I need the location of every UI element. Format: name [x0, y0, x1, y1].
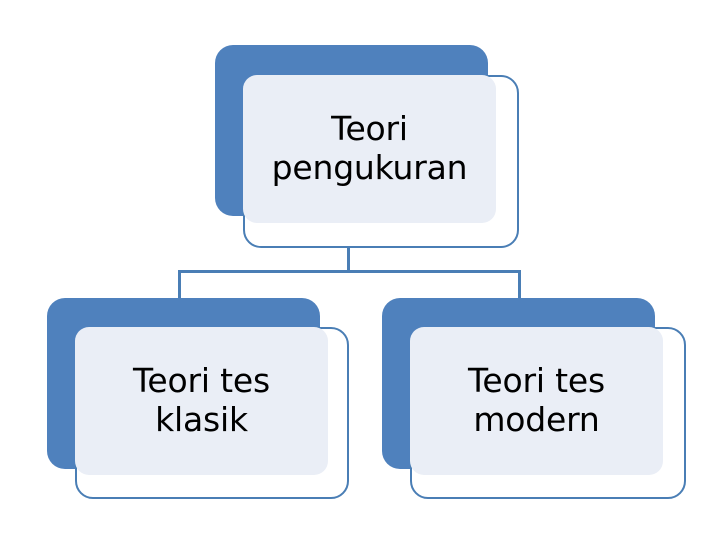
connector-horizontal-bar: [178, 270, 521, 273]
node-child-right-label: Teori tes modern: [468, 361, 605, 439]
node-root-body: Teori pengukuran: [243, 75, 496, 223]
node-child-right-body: Teori tes modern: [410, 327, 663, 475]
connector-drop-right: [518, 270, 521, 302]
connector-root-stem: [347, 247, 350, 272]
connector-drop-left: [178, 270, 181, 302]
node-child-left-label: Teori tes klasik: [133, 361, 270, 439]
node-child-left-body: Teori tes klasik: [75, 327, 328, 475]
node-root-label: Teori pengukuran: [271, 109, 468, 187]
